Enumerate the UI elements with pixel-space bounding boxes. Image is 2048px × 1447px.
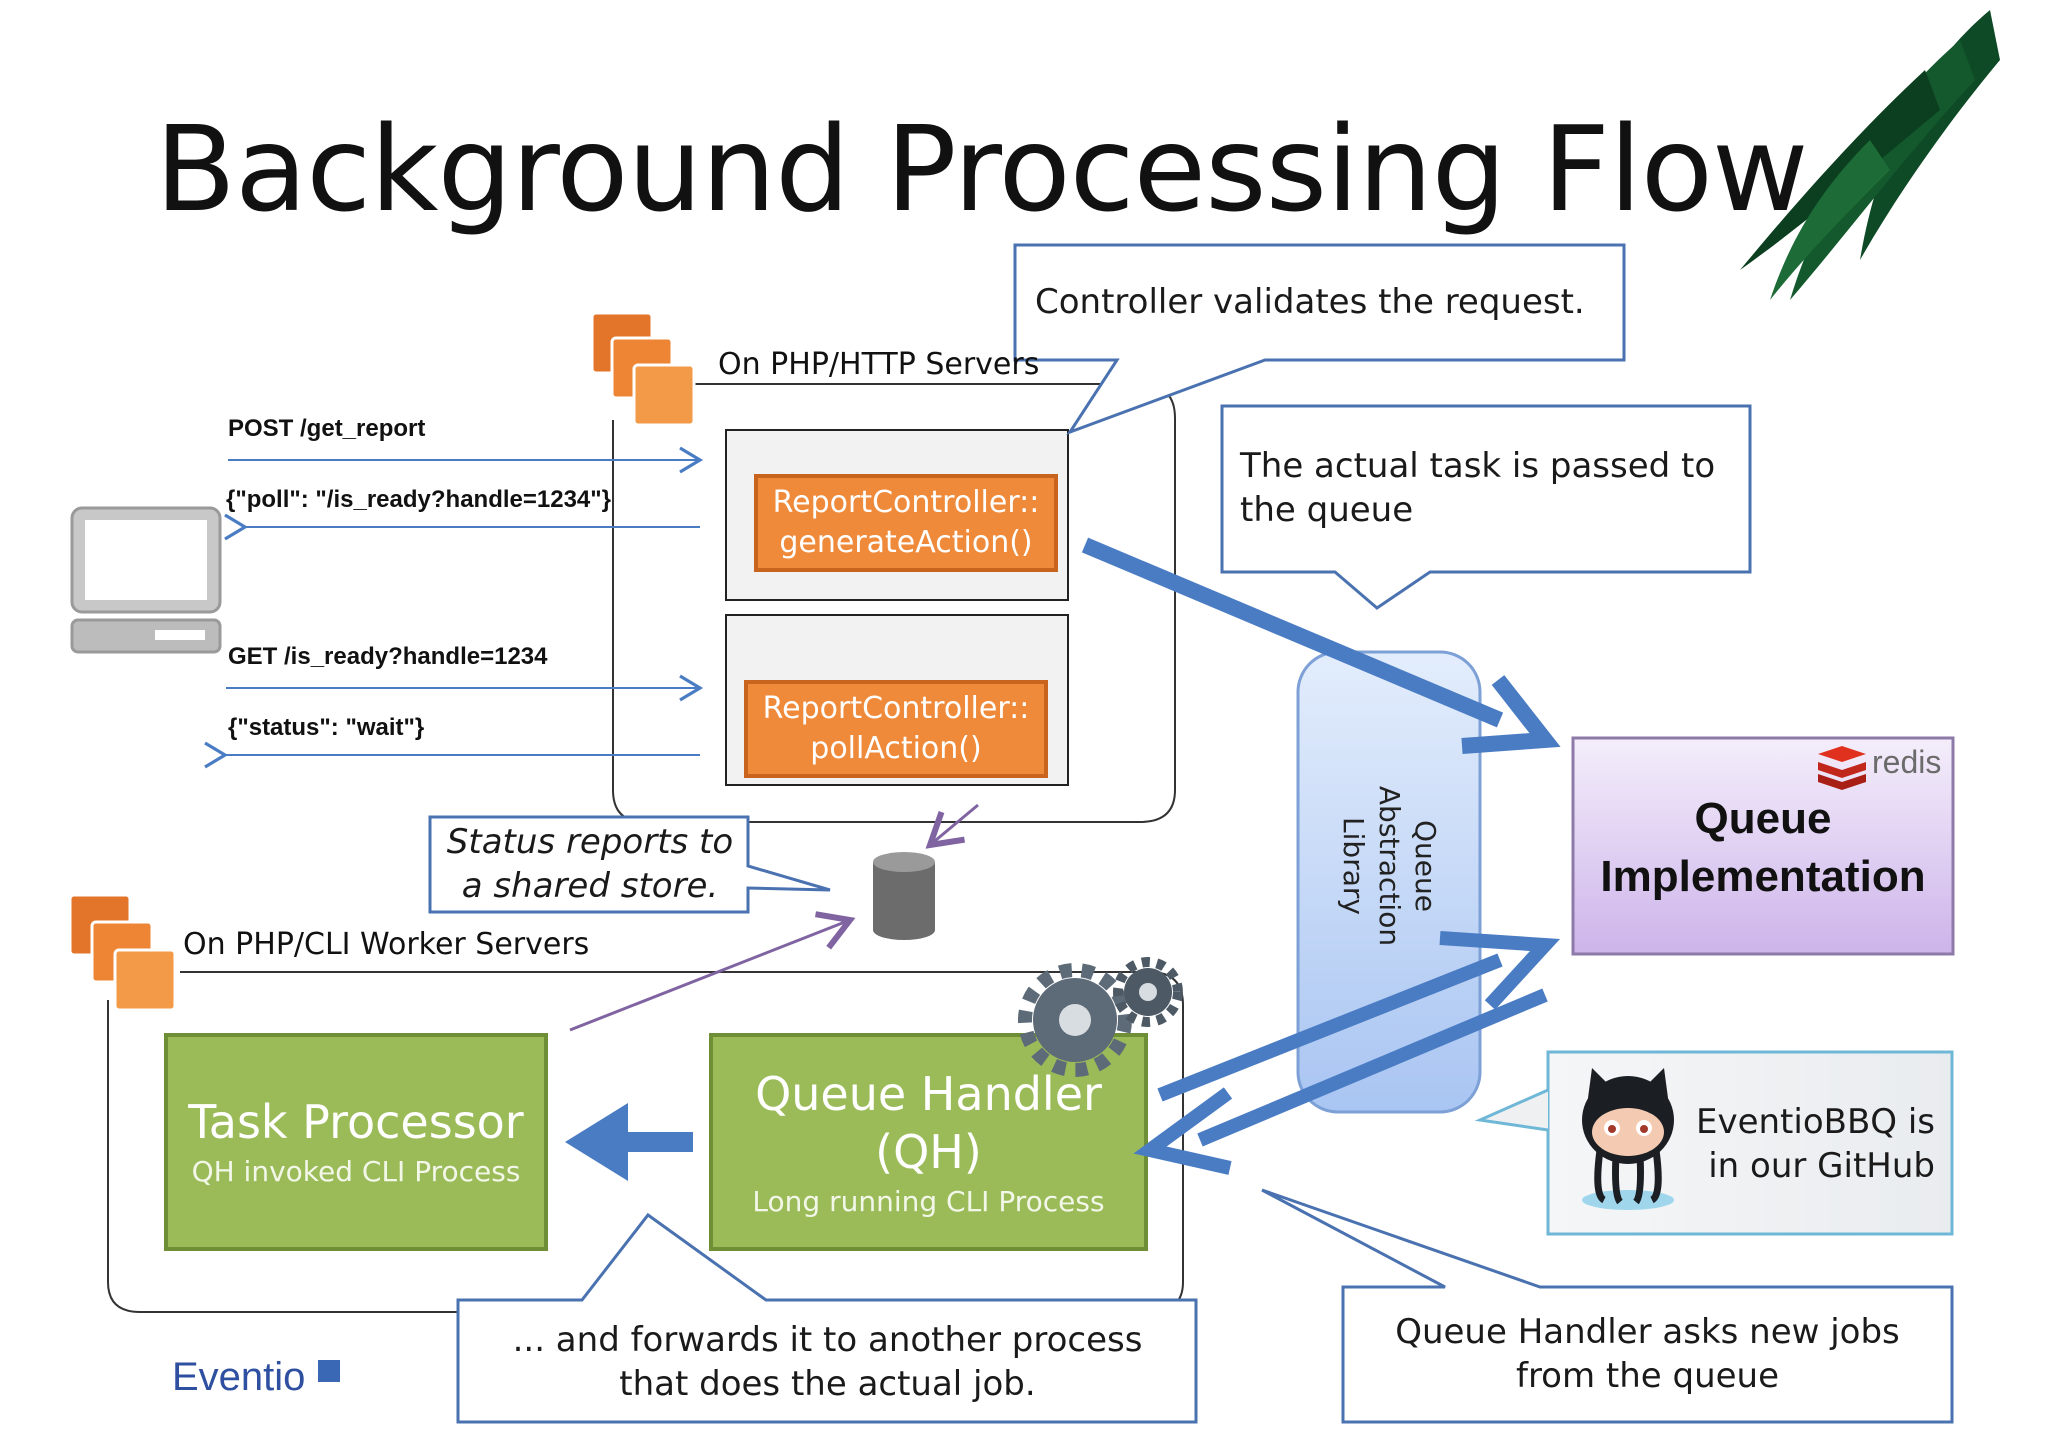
queue-library-line-3: Library	[1337, 817, 1370, 915]
server-stack-icon	[68, 893, 177, 1012]
qh-request-jobs-arrow	[1157, 931, 1561, 1102]
task-processor-subtitle: QH invoked CLI Process	[191, 1155, 521, 1188]
forwards-callout-text: ... and forwards it to another process t…	[512, 1320, 1143, 1404]
poll-action-line-2: pollAction()	[810, 731, 982, 766]
leaves-decoration	[1740, 10, 2000, 300]
redis-icon	[1818, 746, 1866, 790]
cli-servers-label: On PHP/CLI Worker Servers	[183, 927, 590, 962]
actual-task-callout-text: The actual task is passed to the queue	[1240, 446, 1716, 530]
queue-abstraction-library-box	[1296, 650, 1482, 1114]
get-request-label: GET /is_ready?handle=1234	[228, 643, 548, 670]
status-poll-to-store-arrow	[925, 803, 979, 849]
queue-implementation-line-2: Implementation	[1600, 852, 1926, 901]
database-icon	[873, 852, 935, 940]
status-response-label: {"status": "wait"}	[228, 714, 425, 741]
queue-implementation-title: Queue Implementation	[1573, 790, 1953, 906]
controller-callout-text: Controller validates the request.	[1035, 282, 1585, 322]
queue-deliver-job-arrow	[1133, 988, 1548, 1175]
status-reports-callout-box	[428, 815, 831, 914]
github-callout-text: EventioBBQ is in our GitHub	[1695, 1102, 1935, 1186]
poll-action-line-1: ReportController::	[762, 691, 1030, 726]
asks-jobs-callout-text: Queue Handler asks new jobs from the que…	[1395, 1312, 1900, 1396]
generate-action-box	[754, 474, 1058, 572]
queue-handler-box	[709, 1033, 1148, 1251]
github-callout-tail	[1474, 1088, 1549, 1132]
poll-response-label: {"poll": "/is_ready?handle=1234"}	[226, 486, 611, 513]
status-reports-callout-text: Status reports to a shared store.	[446, 822, 734, 906]
queue-handler-title: Queue Handler (QH)	[711, 1065, 1146, 1181]
queue-handler-subtitle: Long running CLI Process	[752, 1185, 1105, 1218]
page-title: Background Processing Flow	[155, 100, 1808, 238]
asks-jobs-callout-box	[1261, 1188, 1954, 1424]
post-request-label: POST /get_report	[228, 415, 426, 442]
queue-implementation-line-1: Queue	[1694, 794, 1832, 843]
gears-icon	[1018, 957, 1183, 1077]
generate-action-line-2: generateAction()	[779, 525, 1033, 560]
server-stack-icon	[590, 311, 696, 427]
eventio-logo-mark	[318, 1360, 340, 1382]
queue-implementation-box	[1571, 736, 1955, 956]
eventio-logo-text: Eventio	[172, 1355, 306, 1399]
redis-logo-text: redis	[1872, 744, 1942, 780]
laptop-icon	[70, 506, 222, 654]
queue-library-label: Queue Abstraction Library	[1335, 716, 1443, 1016]
pass-task-to-queue-arrow	[1081, 537, 1561, 754]
task-processor-title: Task Processor	[188, 1095, 524, 1149]
controller-callout-box	[1013, 243, 1626, 435]
queue-handler-title-line-1: Queue Handler	[755, 1067, 1102, 1121]
octocat-icon	[1582, 1068, 1674, 1210]
poll-action-label: ReportController:: pollAction()	[746, 689, 1046, 769]
task-status-to-store-arrow	[569, 911, 856, 1032]
actual-task-callout-box	[1220, 404, 1752, 610]
generate-action-label: ReportController:: generateAction()	[756, 483, 1056, 563]
queue-library-line-1: Queue	[1409, 820, 1442, 912]
task-processor-box	[164, 1033, 548, 1251]
http-servers-label: On PHP/HTTP Servers	[718, 347, 1040, 382]
queue-handler-title-line-2: (QH)	[875, 1125, 982, 1179]
generate-action-line-1: ReportController::	[772, 485, 1040, 520]
forwards-callout-box	[456, 1212, 1198, 1424]
poll-action-box	[744, 680, 1048, 778]
queue-library-line-2: Abstraction	[1373, 785, 1406, 947]
forward-job-arrow	[565, 1103, 693, 1181]
